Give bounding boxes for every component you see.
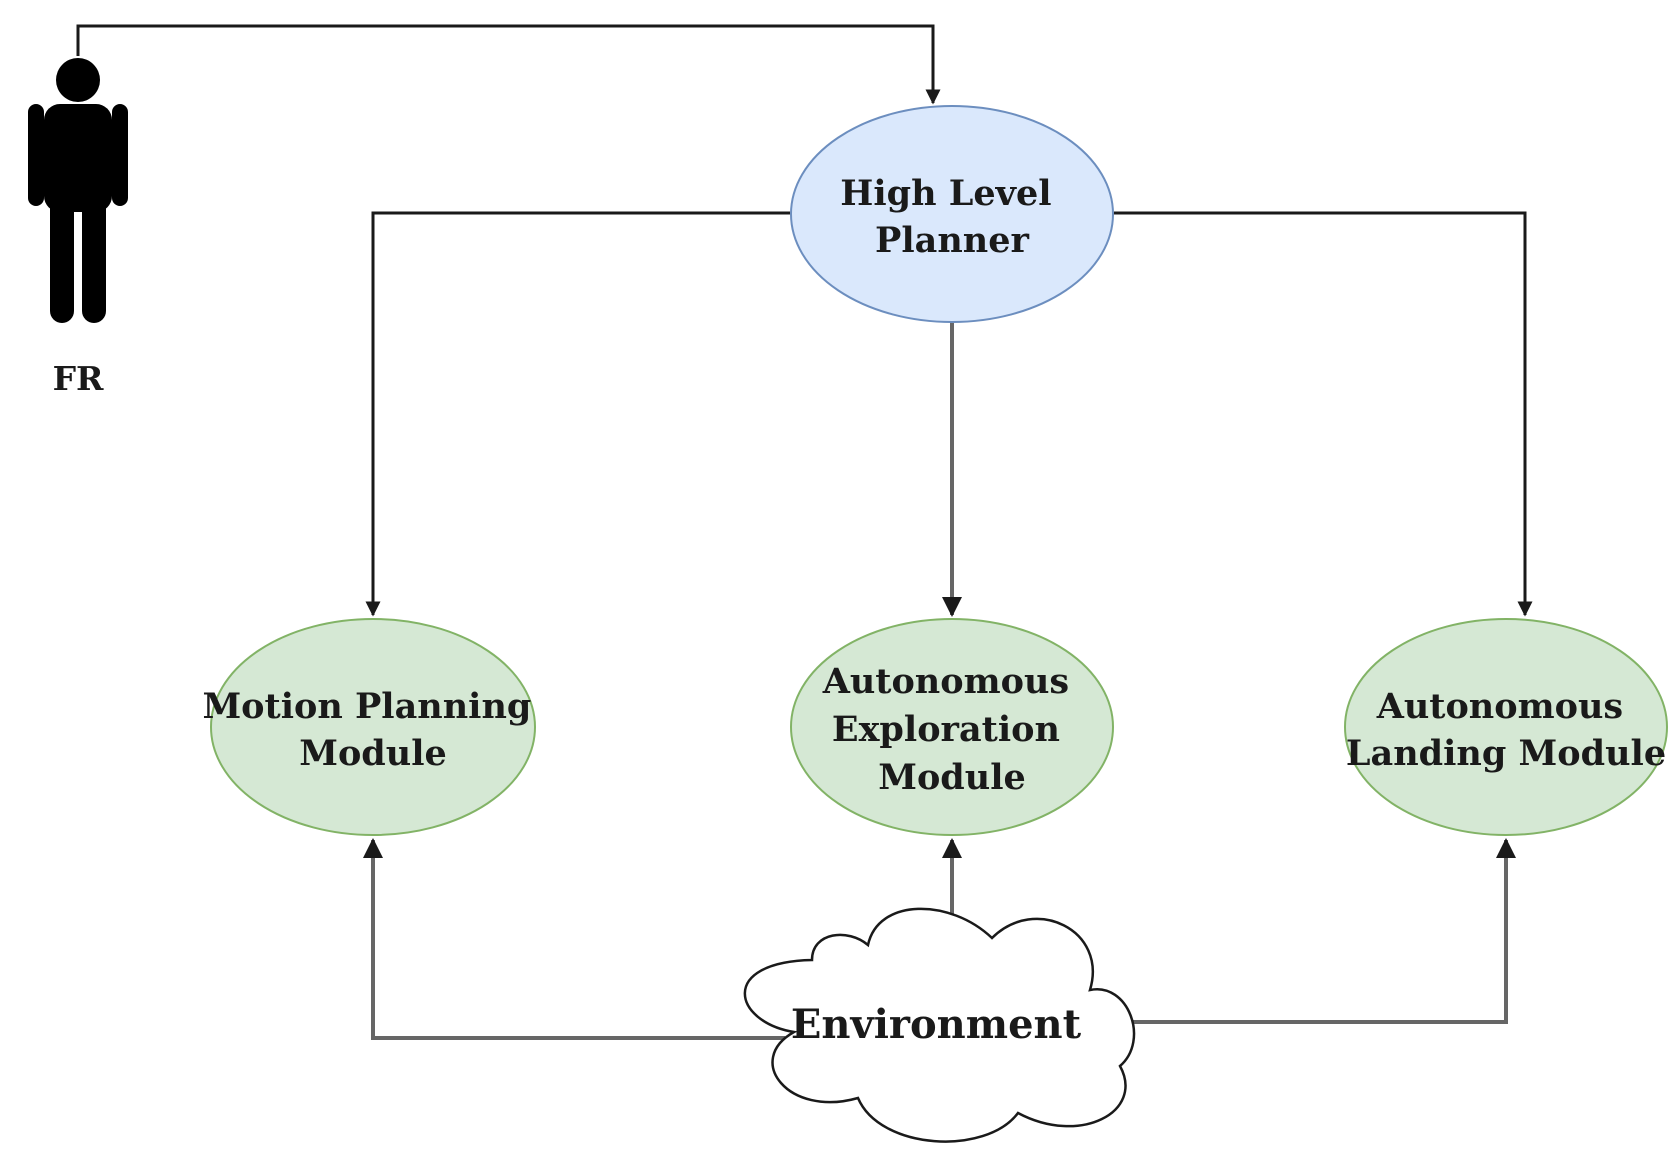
high-level-planner-label: High Level Planner <box>840 173 1063 261</box>
cloud-icon <box>743 907 1136 1143</box>
node-motion-planning-module: Motion Planning Module <box>202 618 543 836</box>
edge-planner-to-motion-planning <box>365 211 790 617</box>
edge-environment-to-landing <box>1100 838 1516 1024</box>
autonomous-landing-label: Autonomous Landing Module <box>1346 686 1666 774</box>
high-level-planner-ellipse <box>790 105 1114 323</box>
actor-fr: FR <box>28 58 128 398</box>
node-autonomous-landing-module: Autonomous Landing Module <box>1344 618 1668 836</box>
motion-planning-label: Motion Planning Module <box>202 686 543 774</box>
edge-environment-to-motion-planning <box>363 838 785 1040</box>
autonomous-exploration-ellipse <box>790 618 1114 836</box>
actor-label: FR <box>53 359 104 398</box>
motion-planning-ellipse <box>210 618 536 836</box>
autonomous-exploration-label: Autonomous Exploration Module <box>822 661 1082 798</box>
node-autonomous-exploration-module: Autonomous Exploration Module <box>790 618 1114 836</box>
edge-fr-to-planner <box>76 24 941 105</box>
edge-planner-to-landing <box>1114 211 1533 617</box>
node-high-level-planner: High Level Planner <box>790 105 1114 323</box>
node-environment: Environment <box>743 907 1136 1143</box>
autonomous-landing-ellipse <box>1344 618 1668 836</box>
person-icon <box>28 58 128 323</box>
environment-label: Environment <box>791 1001 1082 1048</box>
edges <box>76 24 1533 1040</box>
